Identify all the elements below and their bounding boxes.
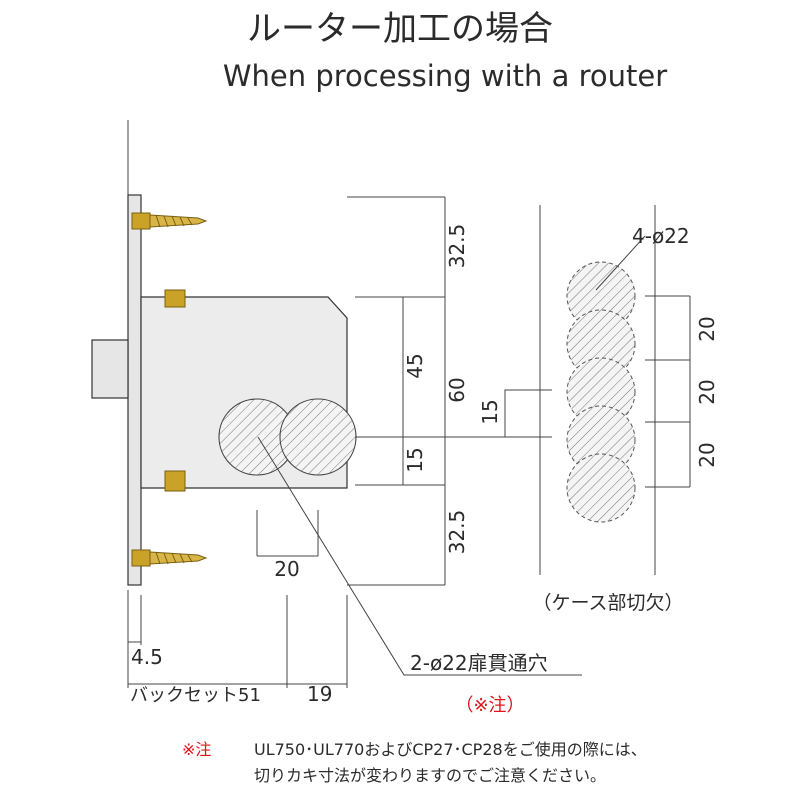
dim-right-1: 20 <box>695 316 719 341</box>
dim-lower: 15 <box>403 447 427 472</box>
dim-width: 20 <box>274 557 299 581</box>
bottom-screw <box>131 549 208 567</box>
case-tab-lower <box>164 470 186 492</box>
title-english: When processing with a router <box>223 59 667 93</box>
dim-top: 32.5 <box>445 224 469 269</box>
dim-right-3: 20 <box>695 442 719 467</box>
front-plate <box>127 194 142 586</box>
through-hole-right <box>279 398 357 476</box>
dim-mid: 45 <box>403 353 427 378</box>
title-japanese: ルーター加工の場合 <box>247 9 553 49</box>
dim-offset-line <box>504 389 552 437</box>
note-line-1: UL750･UL770およびCP27･CP28をご使用の際には、 <box>254 740 647 759</box>
dim-total: 60 <box>445 377 469 402</box>
note-reference: （※注） <box>455 695 524 716</box>
dim-bottom: 32.5 <box>445 510 469 555</box>
dim-backset-extra: 19 <box>307 682 332 706</box>
note-mark: ※注 <box>182 740 211 759</box>
note-line-2: 切りカキ寸法が変わりますのでご注意ください。 <box>254 766 606 785</box>
hole-spec-label: 4-ø22 <box>632 224 690 248</box>
latch-bolt <box>91 339 129 399</box>
case-cutout-slot <box>566 261 636 523</box>
hole-spec-leader <box>595 235 646 291</box>
dim-offset: 15 <box>478 399 502 424</box>
through-hole-label: 2-ø22扉貫通穴 <box>410 651 548 675</box>
backset-label: バックセット51 <box>130 685 261 706</box>
dim-right-2: 20 <box>695 379 719 404</box>
case-cutout-label: （ケース部切欠） <box>532 592 683 614</box>
through-hole-leader <box>257 436 582 676</box>
dim-front-gap: 4.5 <box>131 645 163 669</box>
top-screw <box>131 212 208 230</box>
case-tab-upper <box>164 289 186 308</box>
